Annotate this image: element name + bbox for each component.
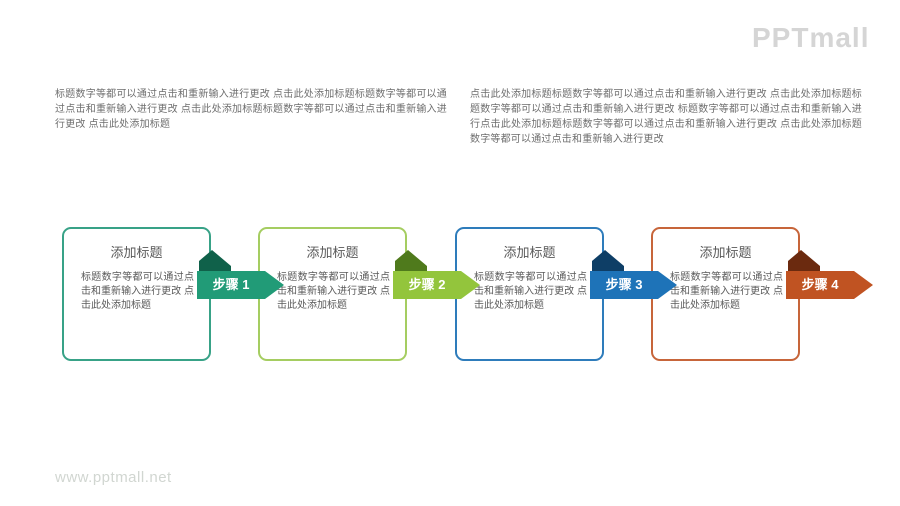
step-banner-3: 步骤 3 xyxy=(590,247,678,299)
step-box-1: 添加标题 标题数字等都可以通过点击和重新输入进行更改 点击此处添加标题 xyxy=(62,227,211,361)
website-url: www.pptmall.net xyxy=(55,469,172,486)
step-box-body: 标题数字等都可以通过点击和重新输入进行更改 点击此处添加标题 xyxy=(81,272,194,311)
step-box-title: 添加标题 xyxy=(699,245,752,260)
step-banner-label: 步骤 3 xyxy=(606,277,643,292)
step-box-title: 添加标题 xyxy=(110,245,163,260)
step-banner-label: 步骤 1 xyxy=(213,277,250,292)
step-banner-2: 步骤 2 xyxy=(393,247,481,299)
intro-paragraph-left: 标题数字等都可以通过点击和重新输入进行更改 点击此处添加标题标题数字等都可以通过… xyxy=(55,89,447,130)
step-box-2: 添加标题 标题数字等都可以通过点击和重新输入进行更改 点击此处添加标题 xyxy=(258,227,407,361)
banner-fold-shape xyxy=(788,250,820,273)
step-banner-label: 步骤 4 xyxy=(802,277,840,292)
step-box-title: 添加标题 xyxy=(306,245,359,260)
banner-fold-shape xyxy=(199,250,231,273)
step-banner-4: 步骤 4 xyxy=(786,247,874,299)
step-banner-1: 步骤 1 xyxy=(197,247,285,299)
step-banner-label: 步骤 2 xyxy=(409,277,446,292)
pptmall-logo: PPTmall xyxy=(752,22,870,53)
step-box-body: 标题数字等都可以通过点击和重新输入进行更改 点击此处添加标题 xyxy=(277,272,390,311)
step-box-body: 标题数字等都可以通过点击和重新输入进行更改 点击此处添加标题 xyxy=(474,272,587,311)
banner-arrow-shape xyxy=(786,271,873,299)
banner-arrow-shape xyxy=(393,271,480,299)
intro-paragraph-right: 点击此处添加标题标题数字等都可以通过点击和重新输入进行更改 点击此处添加标题标题… xyxy=(470,89,862,145)
banner-fold-shape xyxy=(395,250,427,273)
banner-arrow-shape xyxy=(197,271,284,299)
step-box-body: 标题数字等都可以通过点击和重新输入进行更改 点击此处添加标题 xyxy=(670,272,783,311)
step-box-title: 添加标题 xyxy=(503,245,556,260)
banner-fold-shape xyxy=(592,250,624,273)
banner-arrow-shape xyxy=(590,271,677,299)
